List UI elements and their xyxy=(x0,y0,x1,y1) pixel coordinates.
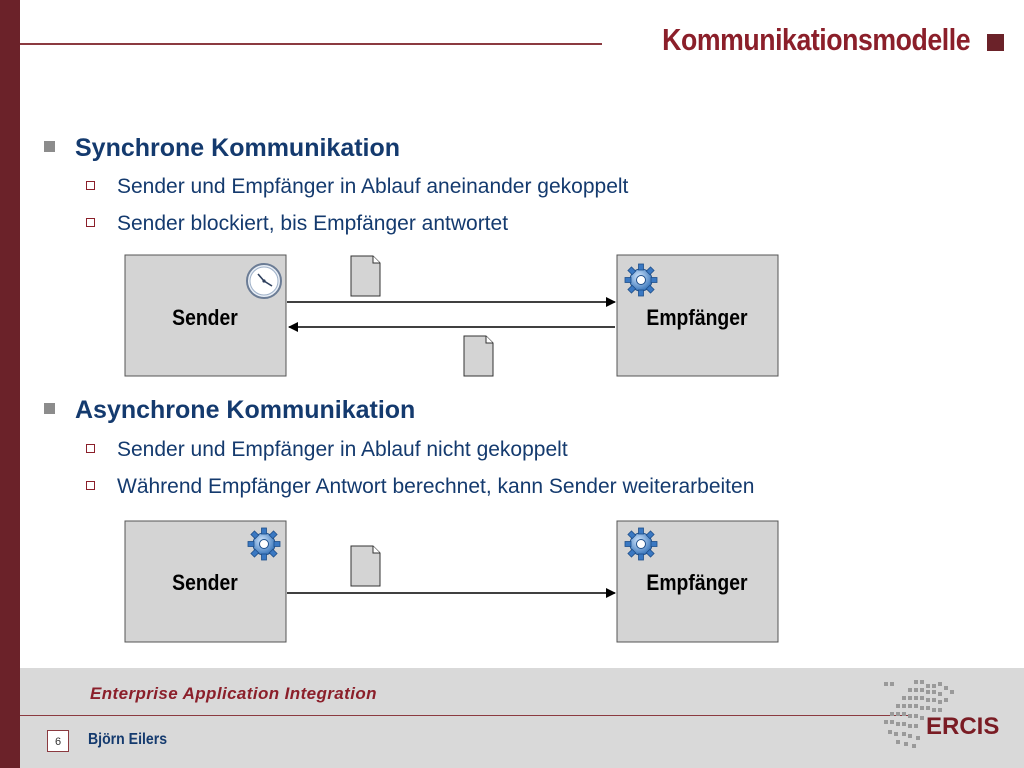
square-bullet-icon xyxy=(44,403,55,414)
author-name: Björn Eilers xyxy=(88,731,168,748)
footer-rule xyxy=(20,715,910,716)
left-accent-bar xyxy=(0,0,20,768)
europe-map-dots-icon xyxy=(884,680,954,748)
list-item: Sender blockiert, bis Empfänger antworte… xyxy=(86,212,508,236)
page-number: 6 xyxy=(47,730,69,752)
sender-label: Sender xyxy=(172,306,238,330)
section-heading-async: Asynchrone Kommunikation xyxy=(44,396,415,425)
sync-diagram: Sender Empfänger xyxy=(124,254,779,377)
clock-icon xyxy=(246,263,282,299)
sender-label: Sender xyxy=(172,571,238,595)
ercis-logo: ERCIS xyxy=(884,680,999,748)
gear-icon xyxy=(624,527,658,561)
document-icon xyxy=(463,335,494,377)
receiver-label: Empfänger xyxy=(646,571,747,595)
square-bullet-icon xyxy=(44,141,55,152)
course-title: Enterprise Application Integration xyxy=(90,684,377,703)
list-item: Sender und Empfänger in Ablauf aneinande… xyxy=(86,175,628,199)
hollow-square-bullet-icon xyxy=(86,444,95,453)
list-item: Während Empfänger Antwort berechnet, kan… xyxy=(86,475,754,499)
gear-icon xyxy=(247,527,281,561)
title-square-icon xyxy=(987,34,1004,51)
slide-title: Kommunikationsmodelle xyxy=(662,22,970,57)
async-diagram: Sender Empfänger xyxy=(124,520,779,643)
title-rule xyxy=(20,43,602,45)
logo-text: ERCIS xyxy=(926,713,999,740)
document-icon xyxy=(350,545,381,587)
footer-band xyxy=(20,668,1024,768)
gear-icon xyxy=(624,263,658,297)
document-icon xyxy=(350,255,381,297)
receiver-label: Empfänger xyxy=(646,306,747,330)
section-heading-sync: Synchrone Kommunikation xyxy=(44,134,400,163)
hollow-square-bullet-icon xyxy=(86,181,95,190)
hollow-square-bullet-icon xyxy=(86,218,95,227)
hollow-square-bullet-icon xyxy=(86,481,95,490)
list-item: Sender und Empfänger in Ablauf nicht gek… xyxy=(86,438,568,462)
